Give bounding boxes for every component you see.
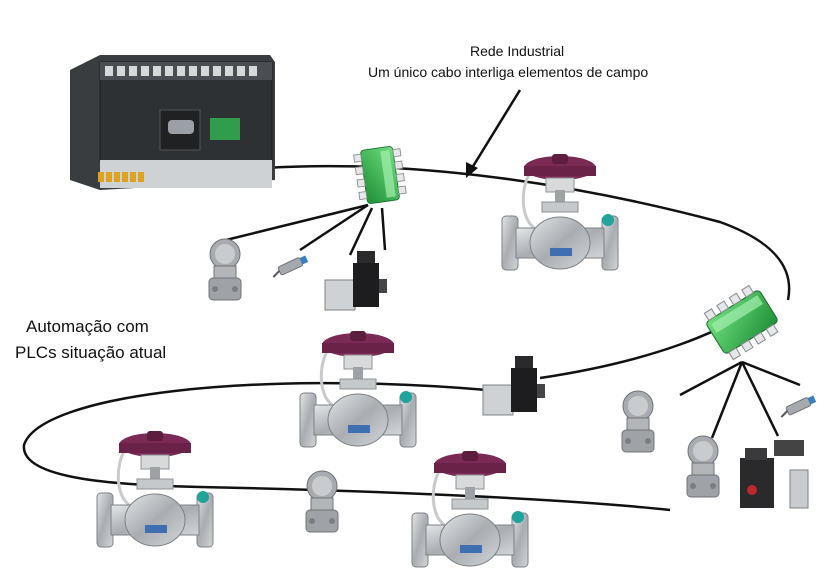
solenoid-valve-icon [482, 355, 546, 416]
network-title: Rede Industrial [470, 43, 565, 59]
junction-box-icon [352, 144, 408, 206]
control-valve-icon [298, 329, 418, 449]
network-subtitle: Um único cabo interliga elementos de cam… [368, 64, 649, 80]
side-label-line1: Automação com [26, 317, 149, 336]
pressure-transmitter-icon [208, 238, 242, 301]
side-label-line2: PLCs situação atual [15, 343, 167, 362]
solenoid-valve-icon [324, 250, 388, 311]
pressure-transmitter-icon [621, 390, 655, 453]
pressure-transmitter-icon [686, 435, 720, 498]
network-cable [22, 164, 791, 512]
plc-controller-icon [70, 55, 275, 190]
proximity-sensor-icon [269, 253, 310, 280]
proximity-sensor-icon [777, 393, 818, 420]
control-valve-icon [500, 152, 620, 272]
spur-cables [225, 203, 801, 439]
annotation-arrow [466, 89, 522, 178]
junction-box-icon [700, 281, 784, 363]
control-valve-icon [410, 449, 530, 569]
pressure-transmitter-icon [305, 470, 339, 533]
pressure-switch-icon [740, 440, 809, 509]
control-valve-icon [95, 429, 215, 549]
